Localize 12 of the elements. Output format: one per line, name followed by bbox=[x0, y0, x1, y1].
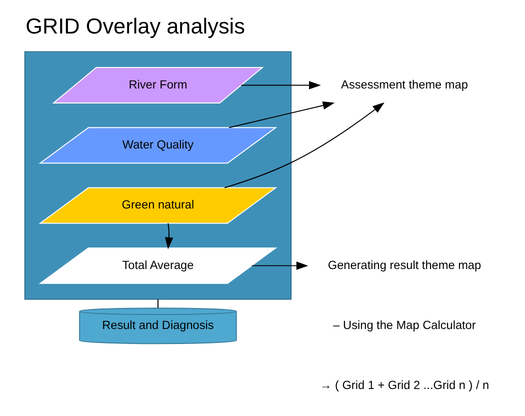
cluster bbox=[24, 51, 292, 300]
label: → ( Grid 1 + Grid 2 ...Grid n ) / n bbox=[320, 378, 490, 392]
arrow bbox=[164, 222, 174, 250]
arrow bbox=[224, 102, 384, 188]
label: – Using the Map Calculator bbox=[333, 318, 476, 332]
node-text: Generating result theme map bbox=[328, 258, 482, 272]
connector bbox=[157, 298, 158, 308]
diagram-title: GRID Overlay analysis bbox=[26, 14, 245, 39]
node-text: Assessment theme map bbox=[341, 77, 468, 92]
arrow bbox=[228, 101, 335, 128]
arrow bbox=[240, 81, 321, 90]
arrow bbox=[251, 262, 308, 270]
